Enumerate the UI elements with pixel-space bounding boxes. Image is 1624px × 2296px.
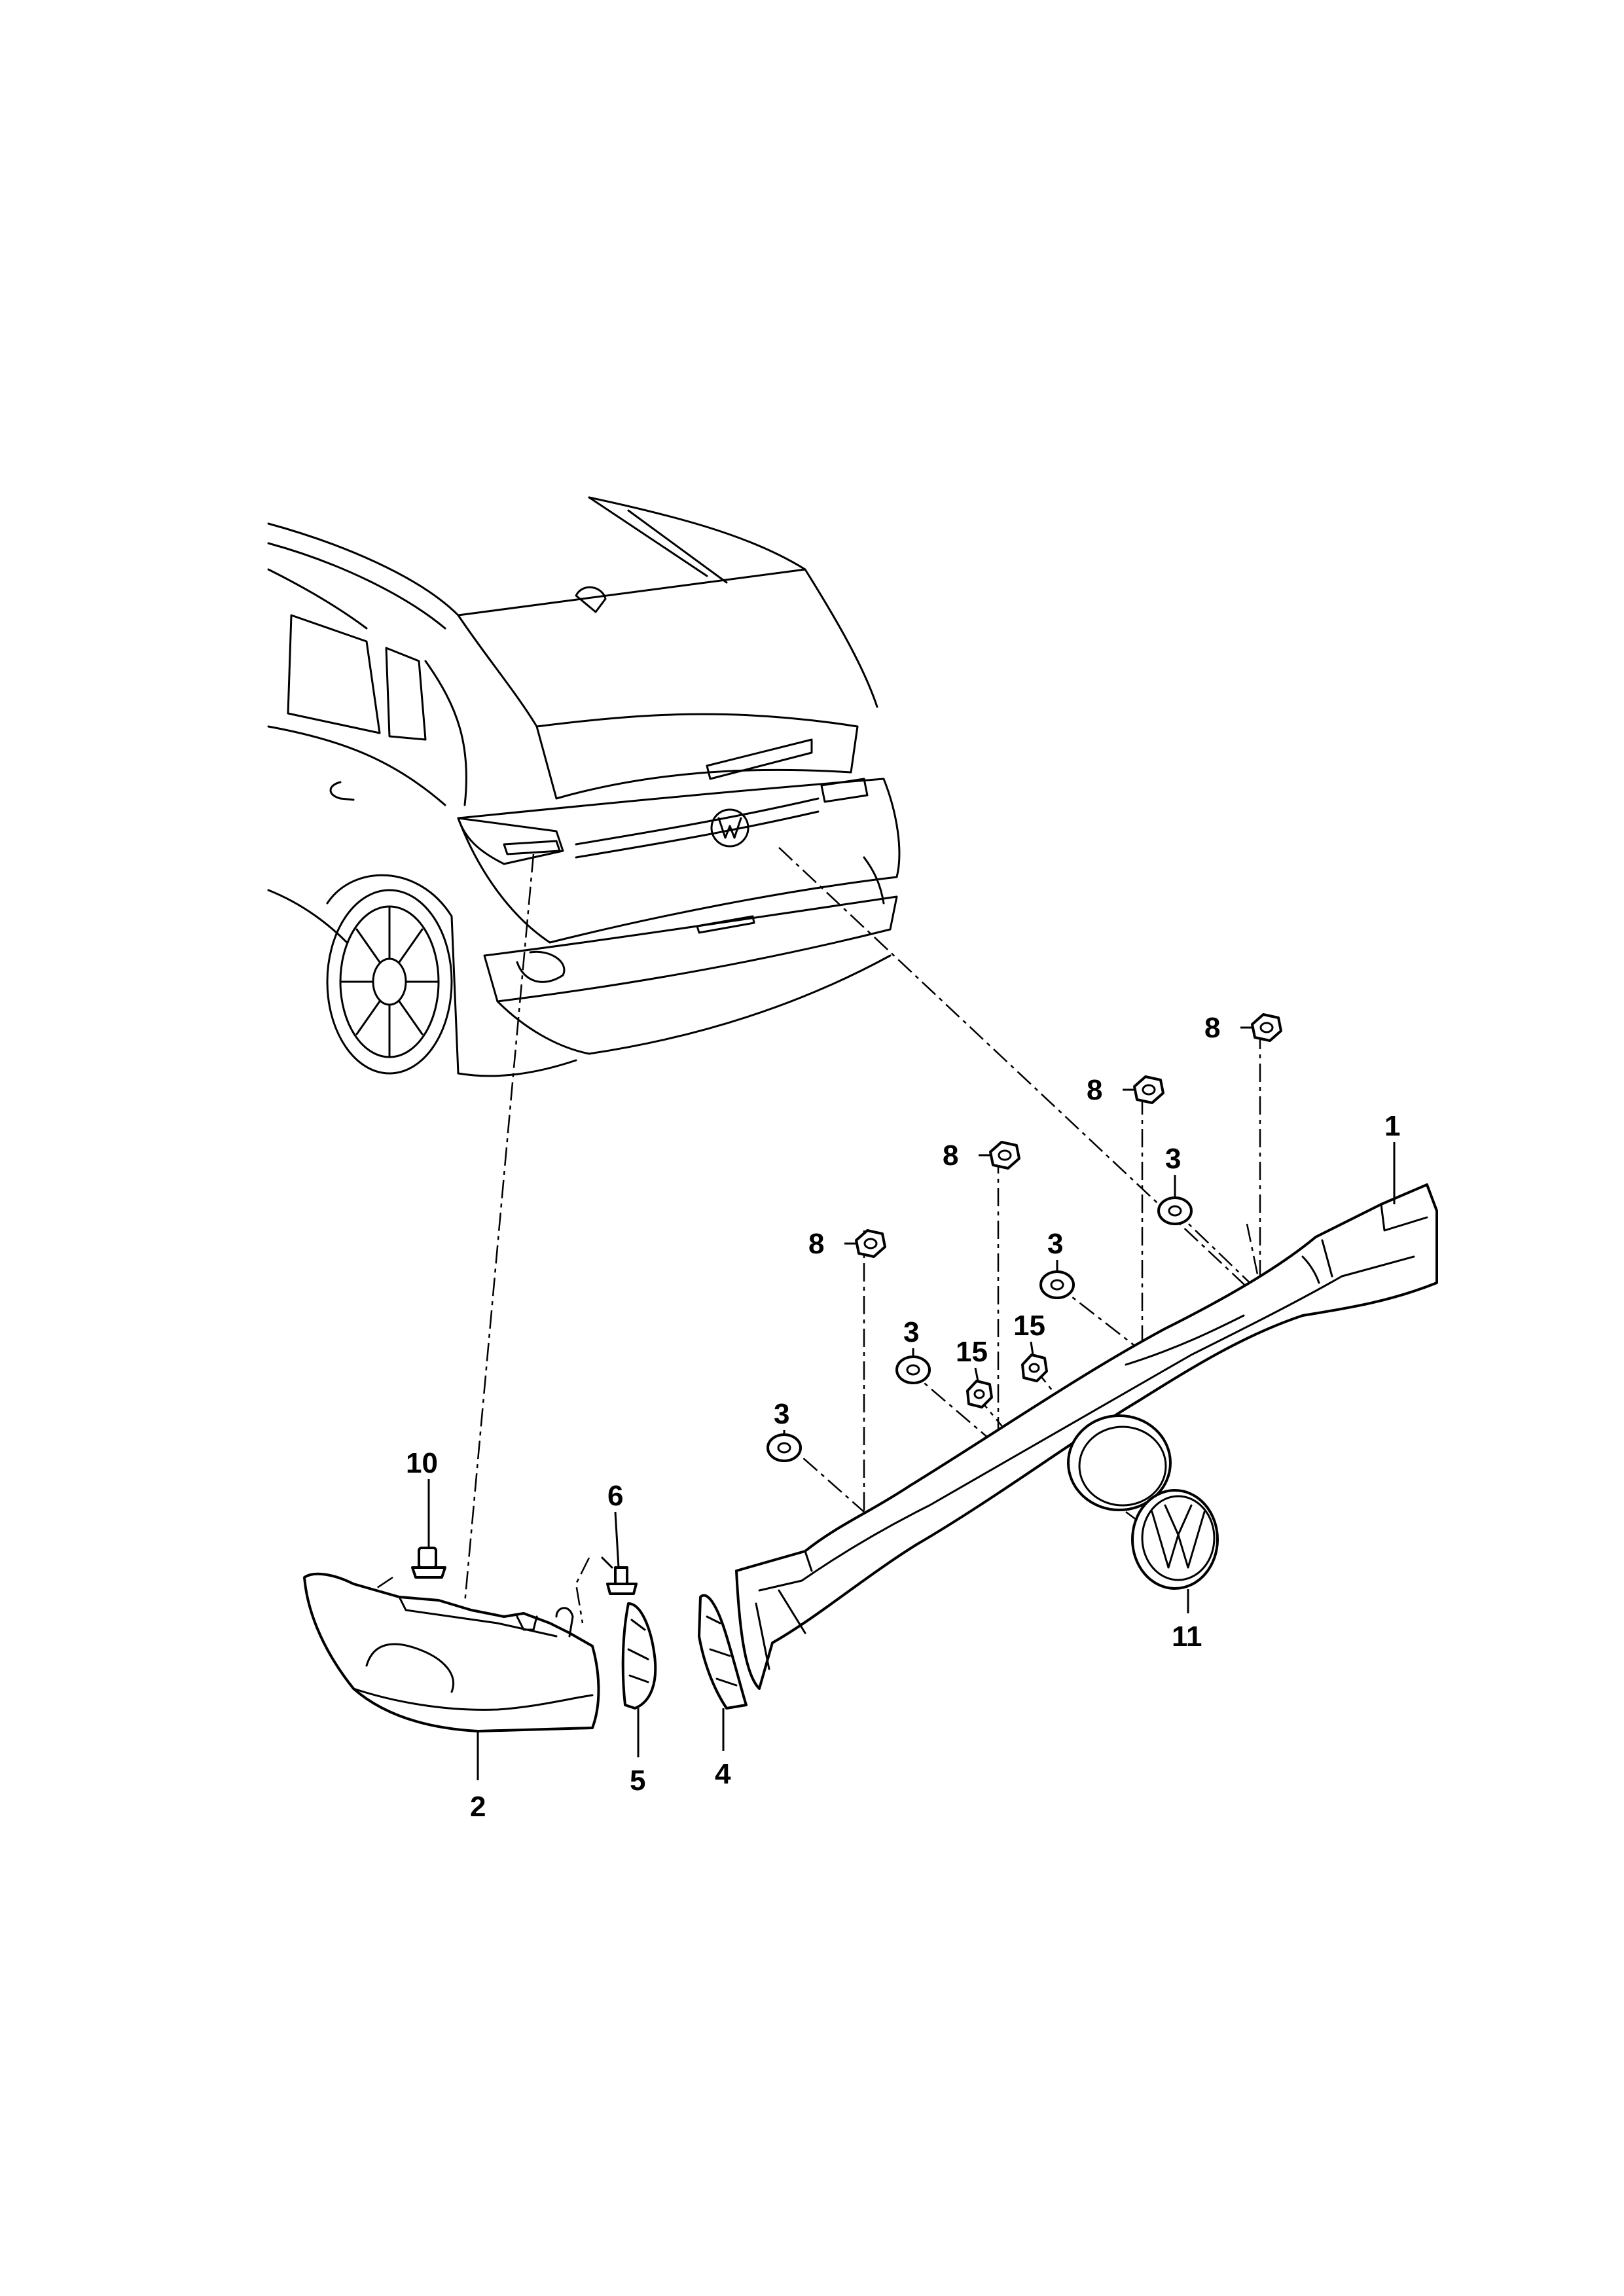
callout-11: 11 xyxy=(1172,1621,1202,1653)
callout-3: 3 xyxy=(774,1398,789,1430)
callout-1: 1 xyxy=(1384,1110,1400,1142)
part-10-clip xyxy=(411,1547,446,1579)
leader-lines xyxy=(427,1026,1396,1780)
washer-3-b xyxy=(895,1355,931,1384)
callout-3: 3 xyxy=(1165,1143,1181,1175)
callout-15: 15 xyxy=(956,1336,988,1368)
callout-8: 8 xyxy=(1204,1012,1220,1044)
callout-15: 15 xyxy=(1013,1310,1045,1342)
part-6-screw xyxy=(601,1556,638,1595)
callout-2: 2 xyxy=(470,1791,486,1823)
part-11-vw-emblem xyxy=(1131,1489,1219,1590)
callout-8: 8 xyxy=(1087,1074,1102,1106)
callout-8: 8 xyxy=(808,1228,824,1260)
part-5-bracket xyxy=(621,1602,657,1710)
nut-8-a xyxy=(855,1229,886,1258)
part-1-trim-strip xyxy=(735,1183,1438,1690)
callout-8: 8 xyxy=(943,1139,958,1172)
vehicle-rear-view xyxy=(267,496,901,1077)
callout-5: 5 xyxy=(630,1765,645,1797)
callout-10: 10 xyxy=(406,1447,438,1479)
callout-3: 3 xyxy=(903,1316,919,1348)
washer-3-c xyxy=(1039,1270,1075,1299)
callout-4: 4 xyxy=(715,1758,731,1790)
part-2-tail-light xyxy=(303,1572,600,1732)
callout-3: 3 xyxy=(1047,1228,1063,1260)
callout-6: 6 xyxy=(607,1480,623,1512)
nut-8-d xyxy=(1251,1013,1282,1042)
nut-15-b xyxy=(1021,1354,1048,1382)
nut-15-a xyxy=(966,1380,993,1408)
nut-8-c xyxy=(1133,1075,1164,1104)
nut-8-b xyxy=(989,1141,1020,1170)
part-4-bracket xyxy=(698,1594,748,1710)
washer-3-d xyxy=(1157,1196,1193,1225)
callout-labels: 1 2 3 3 3 3 4 5 6 8 8 8 8 10 11 15 15 xyxy=(406,1012,1400,1823)
washer-3-a xyxy=(767,1433,802,1462)
